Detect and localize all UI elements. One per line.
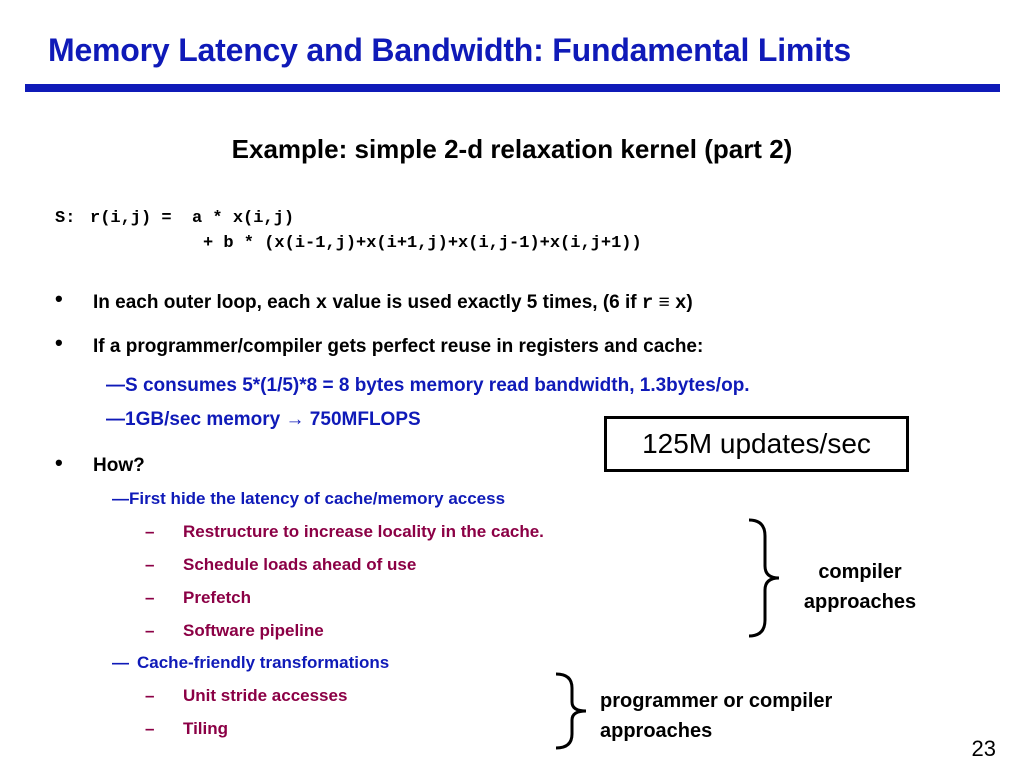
sub-bullet-cache-friendly: — Cache-friendly transformations (112, 653, 389, 673)
sub-bullet-mflops: —1GB/sec memory → 750MFLOPS (106, 409, 421, 431)
updates-callout-box: 125M updates/sec (604, 416, 909, 472)
dash-marker: – (145, 588, 155, 607)
item-tiling: Tiling (183, 719, 229, 738)
var-x: x (315, 292, 328, 314)
sub-bullet-text: S consumes 5*(1/5)*8 = 8 bytes memory re… (125, 375, 750, 396)
sub-bullet-text: 1GB/sec memory (125, 409, 286, 430)
brace-programmer-icon (555, 672, 587, 750)
label-line: programmer or compiler (600, 690, 833, 712)
code-line-1: r(i,j) = a * x(i,j) (90, 209, 295, 228)
bullet-reuse-count: In each outer loop, each x value is used… (93, 292, 693, 314)
bullet-marker: • (55, 286, 63, 311)
dash-marker: – (145, 686, 155, 705)
label-line: compiler (818, 561, 902, 583)
item-unit-stride: Unit stride accesses (183, 686, 348, 705)
item-prefetch: Prefetch (183, 588, 252, 607)
title-underline (25, 84, 1000, 92)
item-schedule-loads: Schedule loads ahead of use (183, 555, 417, 574)
em-dash: — (112, 653, 129, 672)
slide-subtitle: Example: simple 2-d relaxation kernel (p… (231, 134, 793, 164)
compiler-approaches-label: compiler approaches (790, 557, 930, 617)
sub-bullet-text: Cache-friendly transformations (137, 653, 390, 672)
code-line-2: + b * (x(i-1,j)+x(i+1,j)+x(i,j-1)+x(i,j+… (203, 234, 642, 253)
equiv-symbol: ≡ (653, 292, 675, 313)
code-label: S: (55, 209, 76, 228)
page-number: 23 (971, 736, 996, 761)
arrow-right-icon: → (285, 409, 305, 430)
label-line: approaches (600, 720, 713, 742)
brace-compiler-icon (748, 518, 780, 638)
var-x: x (674, 292, 687, 314)
bullet-text: ) (686, 292, 693, 313)
dash-marker: – (145, 719, 155, 738)
bullet-perfect-reuse: If a programmer/compiler gets perfect re… (93, 336, 704, 357)
label-line: approaches (803, 591, 917, 613)
dash-marker: – (145, 621, 155, 640)
sub-bullet-bandwidth: —S consumes 5*(1/5)*8 = 8 bytes memory r… (106, 375, 750, 397)
bullet-marker: • (55, 450, 63, 475)
sub-bullet-text: 750MFLOPS (304, 409, 421, 430)
item-software-pipeline: Software pipeline (183, 621, 324, 640)
em-dash: — (112, 489, 129, 508)
bullet-text: value is used exactly 5 times, (6 if (327, 292, 642, 313)
dash-marker: – (145, 522, 155, 541)
bullet-text: In each outer loop, each (93, 292, 316, 313)
bullet-marker: • (55, 330, 63, 355)
em-dash: — (106, 409, 125, 430)
programmer-approaches-label: programmer or compiler approaches (600, 686, 832, 746)
dash-marker: – (145, 555, 155, 574)
sub-bullet-text: First hide the latency of cache/memory a… (129, 489, 506, 508)
var-r: r (641, 292, 654, 314)
sub-bullet-hide-latency: —First hide the latency of cache/memory … (112, 489, 505, 509)
item-restructure: Restructure to increase locality in the … (183, 522, 544, 541)
em-dash: — (106, 375, 125, 396)
slide-title: Memory Latency and Bandwidth: Fundamenta… (48, 32, 851, 68)
bullet-how: How? (93, 455, 145, 476)
